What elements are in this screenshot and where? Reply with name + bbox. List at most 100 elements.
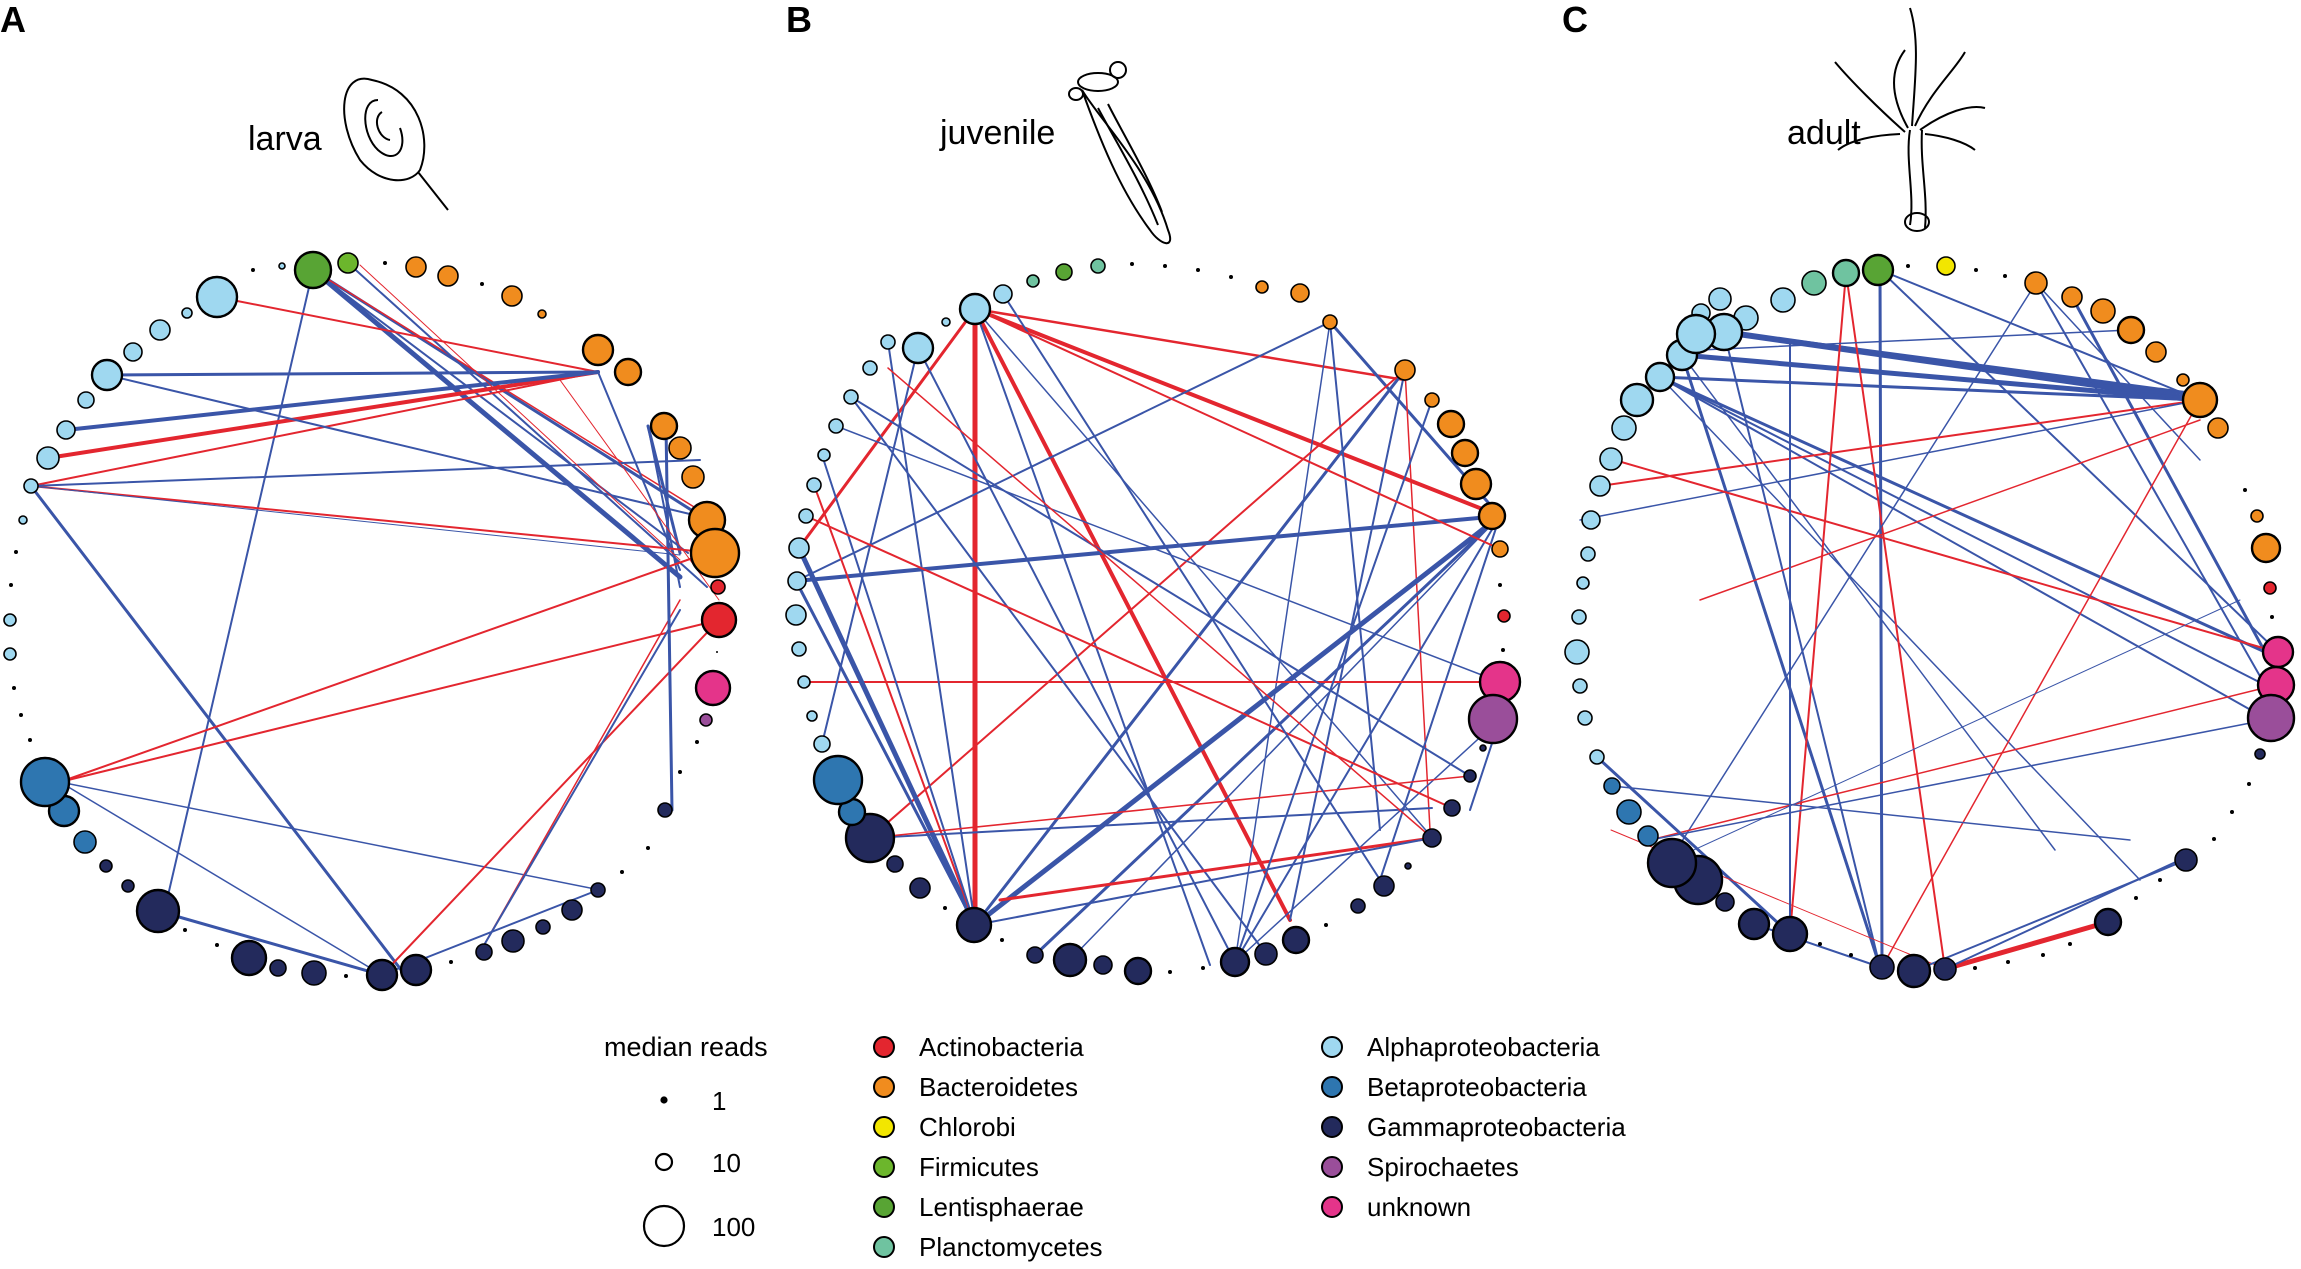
otu-node-larva-43 xyxy=(121,879,135,893)
positive-edge-larva-9 xyxy=(105,370,600,377)
panel-letter-a: A xyxy=(0,0,26,40)
positive-edge-adult-19 xyxy=(2070,295,2267,654)
otu-node-larva-54 xyxy=(14,550,18,554)
positive-edge-adult-11 xyxy=(1878,268,1884,969)
positive-edge-adult-13 xyxy=(1879,269,2201,401)
adult-sketch xyxy=(1834,7,1986,232)
otu-node-adult-38 xyxy=(2006,960,2010,964)
otu-node-juvenile-1 xyxy=(993,284,1013,304)
legend-label-alphaproteobacteria: Alphaproteobacteria xyxy=(1367,1032,1600,1062)
panel-letter-c: C xyxy=(1562,0,1588,40)
otu-node-larva-35 xyxy=(365,958,399,992)
network-panel-juvenile xyxy=(785,258,1522,986)
otu-node-adult-42 xyxy=(1869,954,1895,980)
otu-node-larva-17 xyxy=(689,527,741,579)
otu-node-adult-18 xyxy=(2181,381,2219,419)
positive-edge-juvenile-28 xyxy=(887,341,976,926)
otu-node-adult-36 xyxy=(2068,942,2072,946)
positive-edge-larva-28 xyxy=(664,424,674,812)
legend-label-bacteroidetes: Bacteroidetes xyxy=(919,1072,1078,1102)
negative-edge-juvenile-35 xyxy=(805,515,1453,809)
otu-node-larva-22 xyxy=(699,713,713,727)
negative-edge-larva-14 xyxy=(30,485,716,554)
positive-edge-juvenile-13 xyxy=(1289,369,1406,921)
positive-edge-juvenile-18 xyxy=(794,514,1502,583)
negative-edge-larva-8 xyxy=(30,371,599,487)
otu-node-adult-51 xyxy=(1616,799,1642,825)
otu-node-larva-44 xyxy=(99,859,113,873)
positive-edge-juvenile-30 xyxy=(850,396,1267,955)
otu-node-larva-32 xyxy=(475,943,493,961)
otu-node-adult-43 xyxy=(1849,953,1853,957)
otu-node-adult-53 xyxy=(1589,749,1605,765)
otu-node-larva-51 xyxy=(3,647,17,661)
otu-node-larva-48 xyxy=(28,738,32,742)
otu-node-juvenile-58 xyxy=(817,448,831,462)
negative-edge-adult-20 xyxy=(1599,399,2201,487)
positive-edge-adult-10 xyxy=(1723,331,1881,968)
negative-edge-juvenile-43 xyxy=(974,308,1501,550)
positive-edge-adult-7 xyxy=(1659,376,2141,881)
otu-node-larva-52 xyxy=(3,613,17,627)
positive-edge-juvenile-25 xyxy=(1234,718,1501,963)
otu-node-adult-7 xyxy=(1861,253,1895,287)
negative-edge-juvenile-0 xyxy=(973,307,1502,518)
otu-node-juvenile-38 xyxy=(1093,955,1113,975)
otu-node-juvenile-56 xyxy=(798,508,814,524)
otu-node-larva-8 xyxy=(480,282,484,286)
otu-node-larva-49 xyxy=(19,713,23,717)
otu-node-juvenile-39 xyxy=(1052,942,1088,978)
otu-node-larva-2 xyxy=(278,262,286,270)
positive-edge-juvenile-40 xyxy=(1234,399,1433,963)
otu-node-juvenile-40 xyxy=(1026,946,1044,964)
otu-node-larva-50 xyxy=(12,686,16,690)
size-legend-title: median reads xyxy=(604,1032,768,1062)
otu-node-adult-46 xyxy=(1737,907,1771,941)
otu-node-larva-6 xyxy=(405,256,427,278)
otu-node-larva-18 xyxy=(710,579,726,595)
otu-node-larva-39 xyxy=(230,939,268,977)
otu-node-juvenile-9 xyxy=(1255,280,1269,294)
otu-node-adult-57 xyxy=(1571,609,1587,625)
panel-letter-b: B xyxy=(786,0,812,40)
negative-edge-juvenile-42 xyxy=(887,367,1433,839)
negative-edge-larva-6 xyxy=(216,296,599,373)
otu-node-larva-21 xyxy=(694,669,732,707)
negative-edge-juvenile-33 xyxy=(813,484,976,926)
positive-edge-adult-34 xyxy=(1699,329,2131,351)
otu-node-adult-5 xyxy=(1801,270,1827,296)
otu-node-adult-14 xyxy=(2090,298,2116,324)
legend-swatch-chlorobi xyxy=(873,1116,895,1138)
positive-edge-juvenile-11 xyxy=(795,321,1331,582)
otu-node-juvenile-31 xyxy=(1324,923,1328,927)
otu-node-larva-63 xyxy=(181,307,193,319)
positive-edge-juvenile-4 xyxy=(974,308,1431,836)
legend-swatch-betaproteobacteria xyxy=(1321,1076,1343,1098)
positive-edge-juvenile-6 xyxy=(974,308,1211,966)
legend-swatch-unknown xyxy=(1321,1196,1343,1218)
legend-label-planctomycetes: Planctomycetes xyxy=(919,1232,1103,1262)
otu-node-larva-61 xyxy=(123,342,143,362)
negative-edge-larva-23 xyxy=(381,619,720,976)
otu-node-adult-4 xyxy=(1770,287,1796,313)
otu-node-juvenile-53 xyxy=(785,604,807,626)
otu-node-larva-53 xyxy=(9,583,13,587)
edges-larva xyxy=(29,262,720,977)
legend-label-firmicutes: Firmicutes xyxy=(919,1152,1039,1182)
positive-edge-larva-22 xyxy=(59,781,383,976)
otu-node-juvenile-64 xyxy=(941,317,951,327)
otu-node-larva-56 xyxy=(23,478,39,494)
otu-node-juvenile-18 xyxy=(1491,540,1509,558)
otu-node-juvenile-24 xyxy=(1479,744,1487,752)
positive-edge-larva-13 xyxy=(647,425,681,588)
otu-node-adult-52 xyxy=(1603,777,1621,795)
positive-edge-larva-0 xyxy=(310,267,683,580)
otu-node-larva-19 xyxy=(700,601,738,639)
otu-node-adult-8 xyxy=(1906,264,1910,268)
size-legend-circle-100 xyxy=(642,1204,686,1248)
legend-label-betaproteobacteria: Betaproteobacteria xyxy=(1367,1072,1587,1102)
otu-node-juvenile-62 xyxy=(880,334,896,350)
otu-node-adult-49 xyxy=(1646,837,1698,889)
otu-node-larva-45 xyxy=(73,830,97,854)
